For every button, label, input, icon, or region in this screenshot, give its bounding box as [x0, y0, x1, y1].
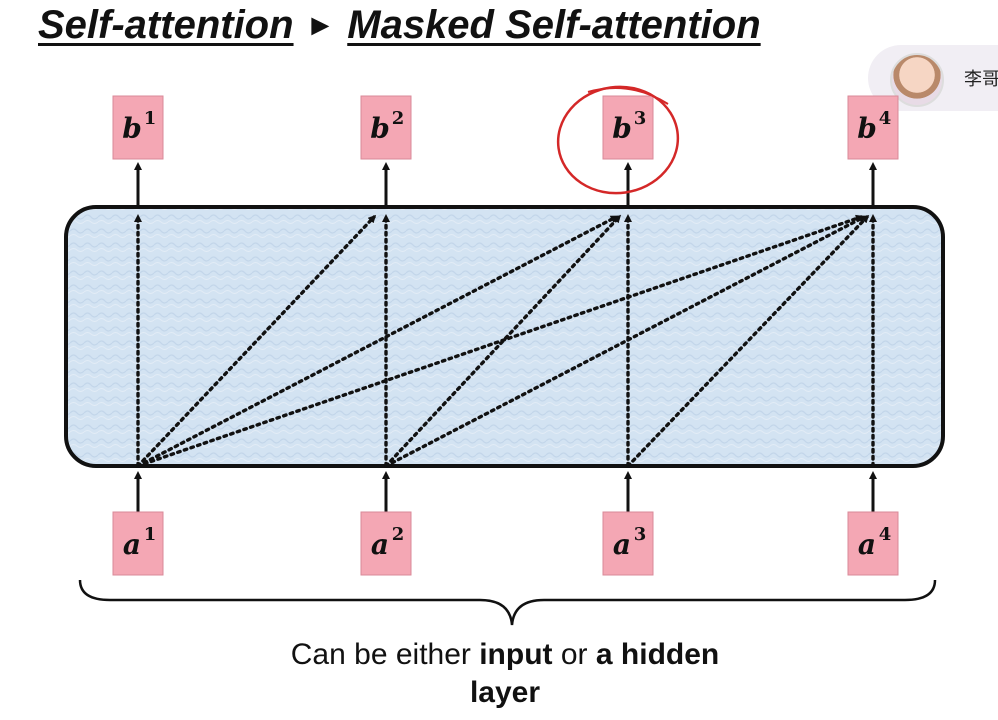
- input-token-a3-superscript: 3: [634, 524, 647, 545]
- input-token-a1-superscript: 1: [144, 524, 157, 545]
- caption-text-2: or: [553, 638, 596, 671]
- output-token-b4-superscript: 4: [879, 108, 892, 129]
- caption-bold-input: input: [479, 638, 552, 671]
- caption-bold-layer: layer: [470, 676, 540, 709]
- input-token-a4-superscript: 4: [879, 524, 892, 545]
- caption: Can be either input or a hidden layer: [200, 636, 810, 712]
- output-token-b1-superscript: 1: [144, 108, 157, 129]
- output-token-b4-label: b: [857, 112, 877, 145]
- caption-bold-hidden: a hidden: [596, 638, 719, 671]
- input-token-a3-label: a: [613, 528, 631, 561]
- input-brace: [80, 580, 935, 625]
- output-token-b2-label: b: [370, 112, 390, 145]
- output-token-b1-label: b: [122, 112, 142, 145]
- input-token-a2-label: a: [371, 528, 389, 561]
- input-token-a2-superscript: 2: [392, 524, 405, 545]
- output-token-b2-superscript: 2: [392, 108, 405, 129]
- input-token-a4-label: a: [858, 528, 876, 561]
- output-token-b3-label: b: [612, 112, 632, 145]
- caption-text-1: Can be either: [291, 638, 479, 671]
- output-token-b3-superscript: 3: [634, 108, 647, 129]
- input-token-a1-label: a: [123, 528, 141, 561]
